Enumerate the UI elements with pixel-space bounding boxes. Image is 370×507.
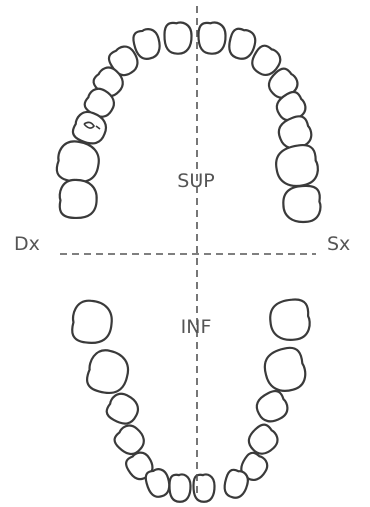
- left-side-label: Sx: [327, 233, 350, 255]
- upper-tooth: [282, 184, 322, 223]
- lower-tooth: [71, 299, 113, 344]
- upper-arch-label: SUP: [177, 170, 214, 192]
- lower-tooth: [255, 389, 289, 423]
- upper-tooth: [163, 21, 193, 55]
- lower-tooth: [263, 346, 307, 392]
- upper-tooth: [107, 45, 139, 77]
- right-side-label: Dx: [14, 233, 40, 255]
- lower-tooth: [144, 468, 171, 498]
- lower-tooth: [192, 473, 216, 503]
- lower-tooth: [223, 468, 249, 499]
- upper-tooth: [132, 28, 161, 60]
- lower-tooth: [168, 473, 192, 503]
- lower-arch-label: INF: [181, 316, 212, 338]
- upper-tooth: [251, 44, 282, 76]
- lower-tooth: [125, 451, 154, 481]
- upper-tooth: [83, 87, 115, 118]
- lower-tooth: [105, 392, 140, 425]
- upper-tooth: [58, 178, 98, 219]
- upper-tooth: [228, 27, 257, 60]
- lower-dental-arch: [71, 298, 311, 503]
- upper-tooth: [197, 21, 227, 55]
- lower-tooth: [269, 298, 311, 341]
- upper-dental-arch: [55, 21, 322, 223]
- lower-tooth: [85, 349, 130, 395]
- filling-mark: [83, 121, 101, 130]
- lower-tooth: [247, 423, 279, 455]
